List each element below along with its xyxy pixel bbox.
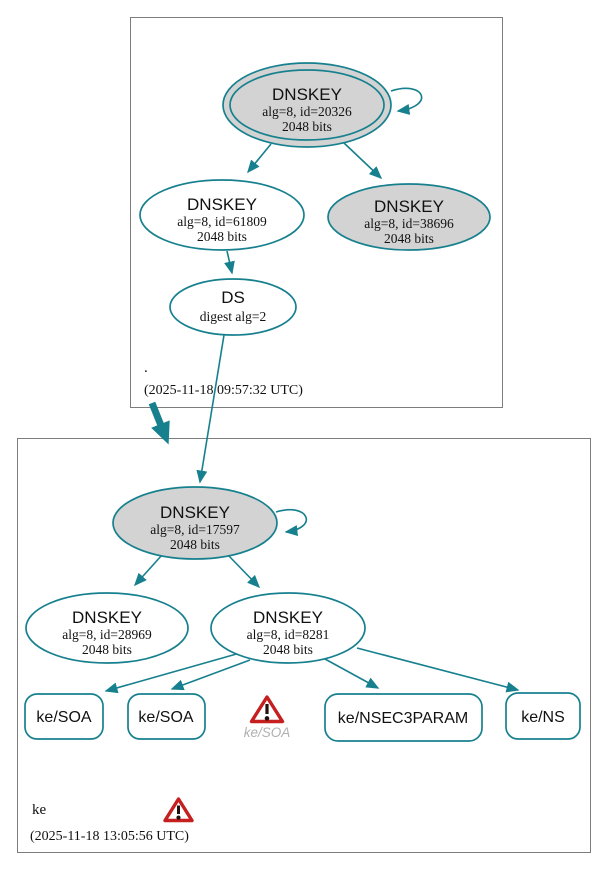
ds-node[interactable]: DS digest alg=2 <box>169 278 297 336</box>
rrset-ke-soa-warning[interactable]: ke/SOA <box>244 695 291 740</box>
edge-ke-ksk-self-loop <box>275 509 308 537</box>
edge-ke-ksk-to-key28969 <box>133 554 163 587</box>
edge-root-zone-to-ke-zone <box>148 401 170 445</box>
rrset-label: ke/SOA <box>36 709 91 726</box>
ke-zone-box <box>17 438 591 853</box>
dnskey-8281-node[interactable]: DNSKEY alg=8, id=8281 2048 bits <box>210 592 366 664</box>
edge-key8281-to-soa1 <box>104 652 241 694</box>
node-detail: digest alg=2 <box>200 309 266 324</box>
edge-root-ksk-self-loop <box>390 87 423 115</box>
edge-key8281-to-soa2 <box>170 659 251 691</box>
root-zone-label: . <box>144 360 148 376</box>
rrset-label: ke/SOA <box>138 709 193 726</box>
node-title: DS <box>221 288 245 307</box>
rrset-ke-soa-2[interactable]: ke/SOA <box>127 693 206 740</box>
edge-root-ksk-to-zsk <box>247 143 272 174</box>
node-title: DNSKEY <box>160 503 230 522</box>
node-detail: alg=8, id=8281 <box>247 627 330 642</box>
dnskey-38696-node[interactable]: DNSKEY alg=8, id=38696 2048 bits <box>327 183 491 251</box>
node-title: DNSKEY <box>72 608 142 627</box>
edge-ke-ksk-to-key8281 <box>227 554 261 589</box>
edge-root-zsk-to-ds <box>224 250 235 275</box>
node-bits: 2048 bits <box>170 537 220 552</box>
dnskey-20326-node[interactable]: DNSKEY alg=8, id=20326 2048 bits <box>222 62 392 148</box>
edge-key8281-to-ns <box>356 647 520 693</box>
rrset-label-muted: ke/SOA <box>244 725 291 740</box>
node-detail: alg=8, id=28969 <box>62 627 152 642</box>
rrset-ke-nsec3param[interactable]: ke/NSEC3PARAM <box>324 693 483 742</box>
ke-zone-warning[interactable] <box>163 797 194 823</box>
node-title: DNSKEY <box>187 195 257 214</box>
node-title: DNSKEY <box>374 197 444 216</box>
edge-key8281-to-nsec3param <box>324 658 380 689</box>
node-detail: alg=8, id=38696 <box>364 216 454 231</box>
rrset-ke-soa-1[interactable]: ke/SOA <box>24 693 104 740</box>
node-title: DNSKEY <box>253 608 323 627</box>
node-title: DNSKEY <box>272 85 342 104</box>
node-bits: 2048 bits <box>384 231 434 246</box>
node-detail: alg=8, id=20326 <box>262 104 352 119</box>
root-zone-timestamp: (2025-11-18 09:57:32 UTC) <box>144 383 303 398</box>
dnskey-61809-node[interactable]: DNSKEY alg=8, id=61809 2048 bits <box>139 179 305 251</box>
node-detail: alg=8, id=61809 <box>177 214 267 229</box>
edge-ds-to-ke-ksk <box>196 334 225 484</box>
root-zone-box <box>130 17 503 408</box>
node-bits: 2048 bits <box>263 642 313 657</box>
rrset-label: ke/NS <box>521 709 565 726</box>
ke-zone-label: ke <box>32 802 47 818</box>
dnskey-17597-node[interactable]: DNSKEY alg=8, id=17597 2048 bits <box>112 486 278 560</box>
dnskey-28969-node[interactable]: DNSKEY alg=8, id=28969 2048 bits <box>25 592 189 664</box>
ke-zone-timestamp: (2025-11-18 13:05:56 UTC) <box>30 829 189 844</box>
edge-root-ksk-to-key38696 <box>343 142 383 180</box>
node-bits: 2048 bits <box>82 642 132 657</box>
node-bits: 2048 bits <box>197 229 247 244</box>
node-bits: 2048 bits <box>282 119 332 134</box>
node-detail: alg=8, id=17597 <box>150 522 240 537</box>
rrset-label: ke/NSEC3PARAM <box>338 710 468 727</box>
rrset-ke-ns[interactable]: ke/NS <box>505 692 581 740</box>
